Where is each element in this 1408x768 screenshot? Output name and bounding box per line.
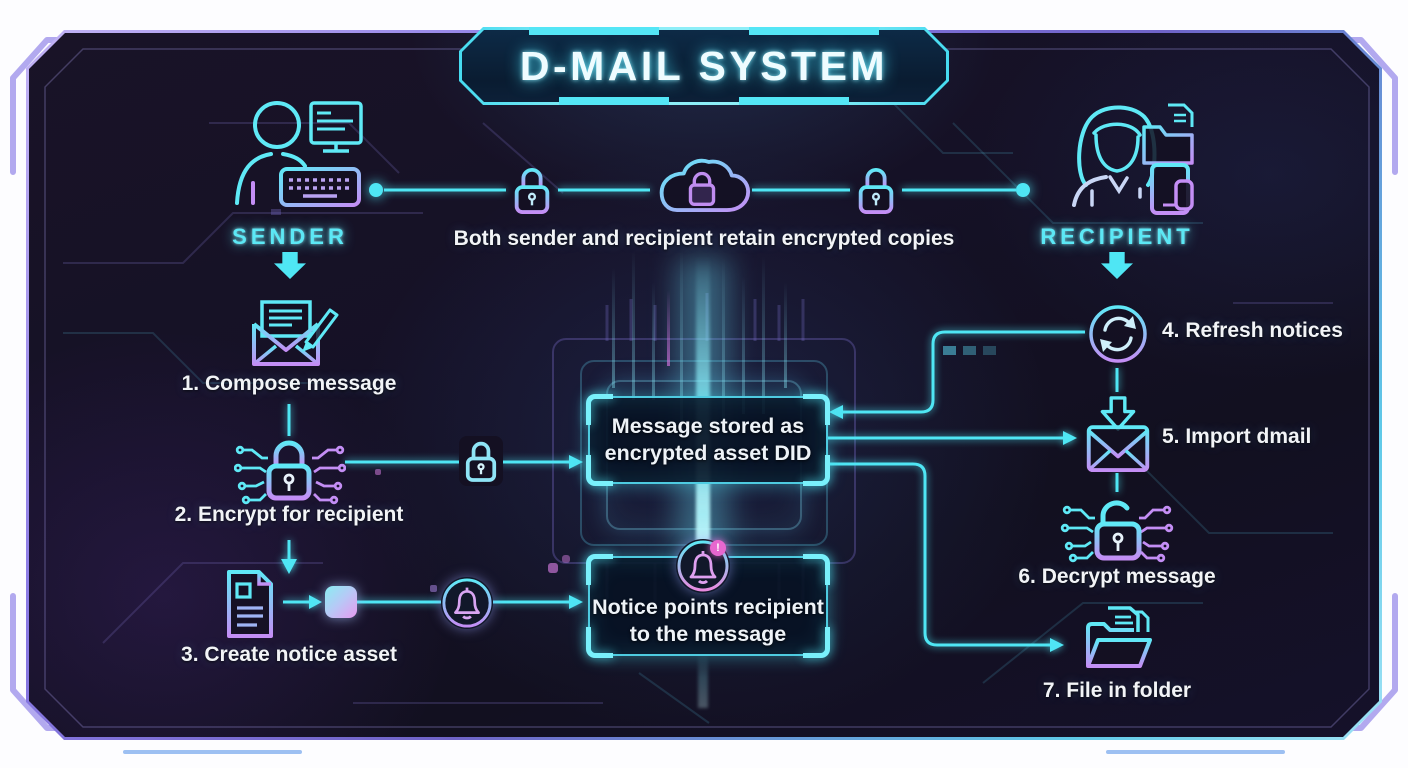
notice-points-text: Notice points recipient to the message <box>592 595 824 647</box>
corner-bracket <box>586 455 613 486</box>
notice-points-box: Notice points recipient to the message <box>586 554 830 658</box>
corner-bracket <box>803 627 830 658</box>
message-stored-text: Message stored as encrypted asset DID <box>604 414 812 466</box>
corner-bracket <box>586 394 613 425</box>
open-padlock-circuit-icon <box>1060 500 1174 563</box>
top-flow-caption: Both sender and recipient retain encrypt… <box>453 227 955 250</box>
refresh-icon <box>1089 305 1147 363</box>
banner-accent-bar <box>739 97 849 105</box>
step-7-label: 7. File in folder <box>1042 679 1192 702</box>
corner-bracket <box>586 627 613 658</box>
envelope-pencil-icon <box>252 300 339 366</box>
step-2-label: 2. Encrypt for recipient <box>174 503 404 526</box>
notice-bell-icon <box>442 578 492 628</box>
padlock-icon <box>858 167 894 214</box>
step-5-label: 5. Import dmail <box>1162 425 1312 448</box>
page-title: D-MAIL SYSTEM <box>519 42 889 89</box>
bell-circle <box>441 577 493 629</box>
notification-bell-circle: ! <box>676 539 730 593</box>
person-at-computer-icon <box>235 101 363 207</box>
corner-bracket <box>803 554 830 585</box>
open-folder-icon <box>1086 606 1152 668</box>
padlock-icon <box>465 441 497 482</box>
step-3-label: 3. Create notice asset <box>181 643 397 666</box>
notice-asset-square <box>325 586 357 618</box>
title-banner-frame <box>459 27 949 105</box>
message-stored-box: Message stored as encrypted asset DID <box>586 394 830 486</box>
sender-label: SENDER <box>232 224 348 249</box>
title-banner-background <box>462 30 946 102</box>
step-1-label: 1. Compose message <box>181 372 397 395</box>
step-4-label: 4. Refresh notices <box>1162 319 1343 342</box>
document-icon <box>227 570 273 638</box>
padlock-icon <box>514 167 550 214</box>
import-envelope-icon <box>1086 396 1150 473</box>
person-with-tablet-and-folder-icon <box>1072 103 1194 215</box>
banner-accent-bar <box>559 97 669 105</box>
cloud-lock-icon <box>659 158 751 212</box>
banner-accent-bar <box>749 27 879 35</box>
banner-accent-bar <box>529 27 659 35</box>
padlock-circuit-icon <box>234 440 346 505</box>
corner-bracket <box>586 554 613 585</box>
notification-badge: ! <box>710 540 726 556</box>
corner-bracket <box>803 394 830 425</box>
recipient-label: RECIPIENT <box>1040 224 1194 249</box>
step-6-label: 6. Decrypt message <box>1018 565 1216 588</box>
corner-bracket <box>803 455 830 486</box>
